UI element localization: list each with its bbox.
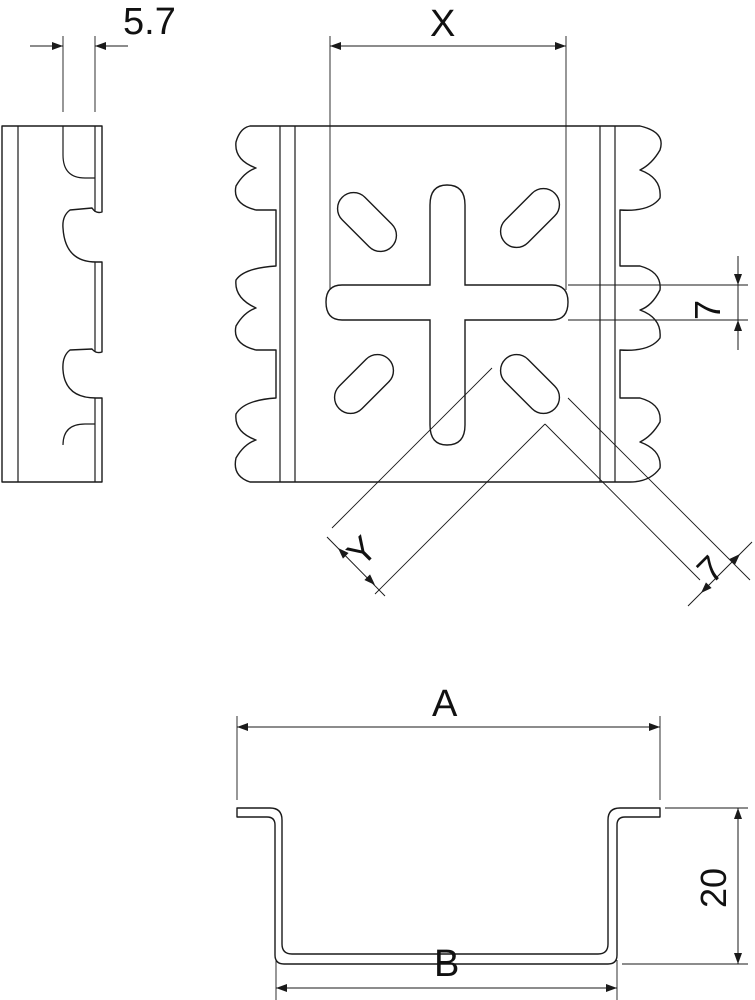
side-view-profile xyxy=(1,125,103,483)
pitch-x-label: X xyxy=(430,3,455,45)
pitch-y-label: Y xyxy=(339,528,385,574)
outer-width-label: A xyxy=(432,683,458,725)
u-profile xyxy=(236,807,661,965)
slot-width-label: 7 xyxy=(687,300,728,320)
diagonal-slot-top-right xyxy=(499,187,561,249)
section-view: A B 20 xyxy=(236,683,748,1000)
diagonal-slot-bottom-left xyxy=(333,353,395,415)
cross-cutout xyxy=(325,184,569,446)
side-view: 5.7 xyxy=(1,1,176,483)
thickness-label: 5.7 xyxy=(123,1,176,43)
inner-width-label: B xyxy=(434,943,459,985)
diagonal-slot-top-left xyxy=(336,191,398,253)
diagonal-slot-bottom-right xyxy=(499,353,561,415)
top-view: X 7 Y 7 xyxy=(234,3,753,607)
height-label: 20 xyxy=(693,868,734,908)
